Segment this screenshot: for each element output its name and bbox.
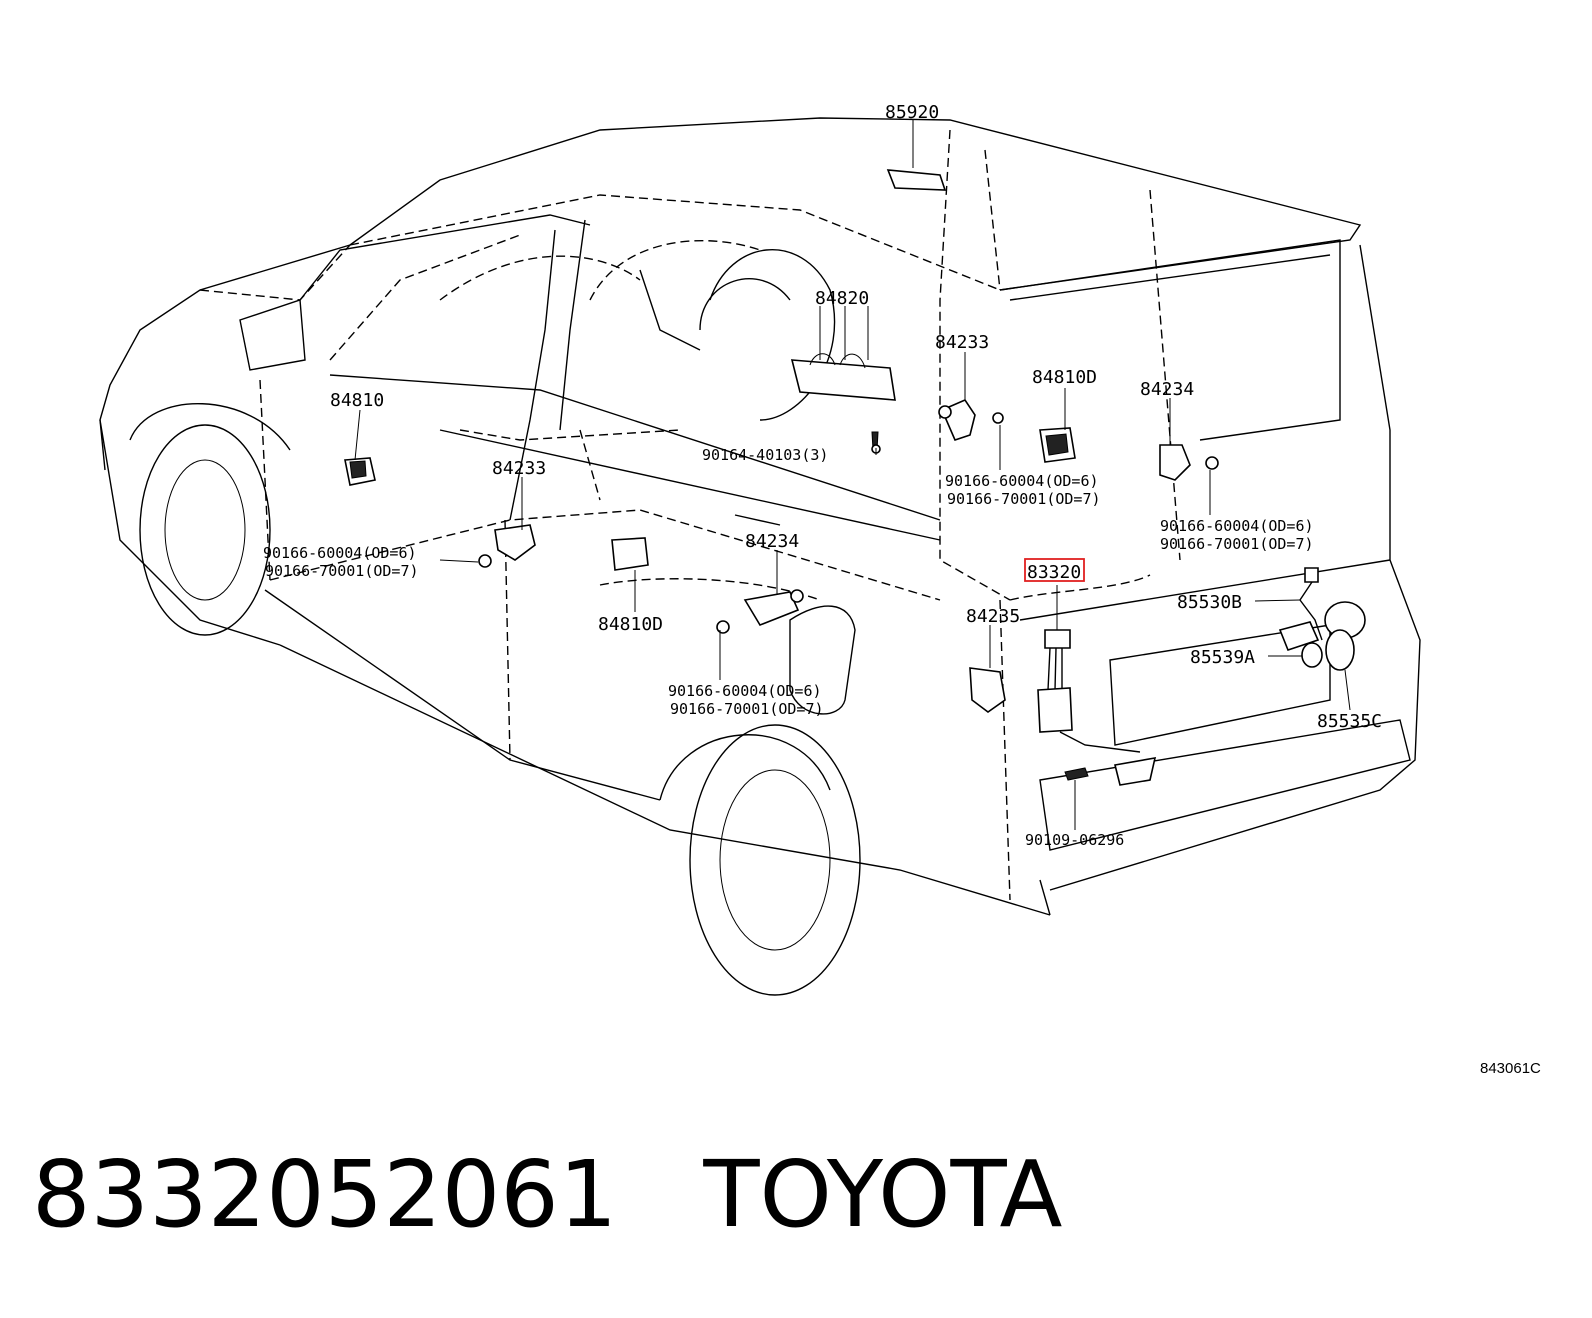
diagram-reference-code: 843061C <box>1480 1060 1541 1077</box>
label-90166-60004-b: 90166-60004(OD=6) <box>1160 517 1314 535</box>
part-labels: 85920 84820 84233 84810D 84234 84810 842… <box>263 102 1541 1077</box>
part-caption: 8332052061 TOYOTA <box>32 1140 1063 1250</box>
label-85539a: 85539A <box>1190 647 1255 668</box>
part-number: 8332052061 <box>32 1141 618 1248</box>
label-84235: 84235 <box>966 606 1020 627</box>
label-84234-mid: 84234 <box>745 531 799 552</box>
label-84234-right: 84234 <box>1140 379 1194 400</box>
label-84810d-top: 84810D <box>1032 367 1097 388</box>
label-90166-70001-a: 90166-70001(OD=7) <box>947 490 1101 508</box>
label-84233-left: 84233 <box>492 458 546 479</box>
label-90166-60004-d: 90166-60004(OD=6) <box>668 682 822 700</box>
brand-name: TOYOTA <box>703 1141 1063 1248</box>
label-85920: 85920 <box>885 102 939 123</box>
vehicle-outline <box>99 117 1421 996</box>
label-90164-40103: 90164-40103(3) <box>702 446 828 464</box>
label-84810: 84810 <box>330 390 384 411</box>
leader-lines <box>354 120 1351 830</box>
label-84233-top: 84233 <box>935 332 989 353</box>
label-90166-70001-b: 90166-70001(OD=7) <box>1160 535 1314 553</box>
label-83320: 83320 <box>1027 562 1081 583</box>
label-90166-60004-a: 90166-60004(OD=6) <box>945 472 1099 490</box>
label-85530b: 85530B <box>1177 592 1242 613</box>
label-90166-70001-d: 90166-70001(OD=7) <box>670 700 824 718</box>
components <box>344 169 1366 786</box>
label-85535c: 85535C <box>1317 711 1382 732</box>
label-84820: 84820 <box>815 288 869 309</box>
label-90166-70001-c: 90166-70001(OD=7) <box>265 562 419 580</box>
label-90109-06296: 90109-06296 <box>1025 831 1124 849</box>
highlight-box-83320 <box>1024 558 1085 582</box>
label-90166-60004-c: 90166-60004(OD=6) <box>263 544 417 562</box>
label-84810d-bottom: 84810D <box>598 614 663 635</box>
